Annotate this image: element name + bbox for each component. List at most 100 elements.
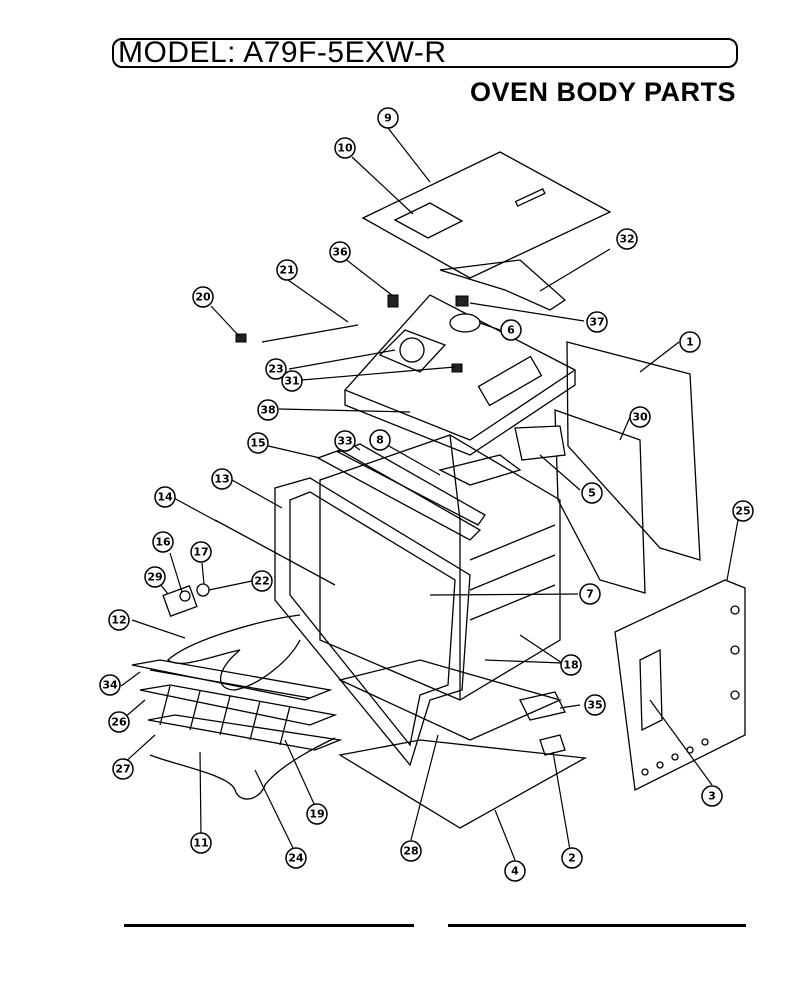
model-label: MODEL: A79F-5EXW-R: [118, 36, 447, 69]
callout-number: 33: [337, 435, 352, 448]
callout-number: 17: [193, 546, 208, 559]
callout-number: 35: [587, 699, 602, 712]
callout-number: 13: [214, 473, 229, 486]
callout-number: 26: [111, 716, 127, 729]
callout-3: 3: [701, 785, 723, 807]
part-27-rack: [147, 714, 343, 751]
callout-15: 15: [247, 432, 269, 454]
callout-29: 29: [144, 566, 166, 588]
callout-number: 3: [708, 790, 716, 803]
callout-number: 1: [686, 336, 694, 349]
callout-23: 23: [265, 358, 287, 380]
part-1-side-panel: [566, 341, 701, 561]
part-29-plate: [162, 585, 198, 617]
callout-number: 19: [309, 808, 324, 821]
callout-30: 30: [629, 406, 651, 428]
part-8-duct: [438, 454, 522, 486]
callout-number: 22: [254, 575, 269, 588]
callout-19: 19: [306, 803, 328, 825]
part-14-rod: [214, 519, 336, 586]
part-17-knob: [196, 583, 210, 597]
callout-14: 14: [154, 486, 176, 508]
oven-rack-rail-1: [469, 524, 556, 561]
callout-12: 12: [108, 609, 130, 631]
callout-number: 15: [250, 437, 265, 450]
part-6-motor: [449, 313, 481, 333]
callout-number: 37: [589, 316, 604, 329]
callout-32: 32: [616, 228, 638, 250]
part-38-sensor: [451, 363, 463, 373]
part-23-fan-assembly: [378, 329, 447, 373]
part-31-vent: [477, 355, 543, 407]
part-34-rack: [131, 659, 333, 701]
part-33-trim: [336, 443, 486, 526]
part-25-rear-panel: [614, 579, 746, 791]
callout-11: 11: [190, 832, 212, 854]
callout-number: 18: [563, 659, 578, 672]
callout-number: 28: [403, 845, 418, 858]
callout-27: 27: [112, 758, 134, 780]
callout-28: 28: [400, 840, 422, 862]
part-9-top-panel: [361, 151, 612, 279]
oven-rack-rail-2: [469, 554, 556, 591]
callout-number: 2: [568, 852, 576, 865]
callout-number: 30: [632, 411, 648, 424]
callout-20: 20: [192, 286, 214, 308]
callout-18: 18: [560, 654, 582, 676]
callout-5: 5: [581, 482, 603, 504]
callout-6: 6: [500, 319, 522, 341]
callout-8: 8: [369, 429, 391, 451]
part-12-broil-element: [167, 614, 301, 691]
part-15-trim: [316, 449, 482, 541]
part-2-bracket: [539, 734, 566, 756]
part-37-switch: [455, 295, 469, 307]
callout-number: 4: [511, 865, 519, 878]
oven-rack-rail-3: [469, 584, 556, 621]
callout-number: 25: [735, 505, 750, 518]
callout-4: 4: [504, 860, 526, 882]
callout-number: 31: [284, 375, 299, 388]
rack-grid: [159, 685, 291, 746]
callout-26: 26: [108, 711, 130, 733]
callout-17: 17: [190, 541, 212, 563]
callout-number: 24: [288, 852, 304, 865]
part-20-clip: [235, 333, 247, 343]
part-3-plate: [639, 648, 663, 732]
callout-number: 14: [157, 491, 173, 504]
callout-34: 34: [99, 674, 121, 696]
callout-2: 2: [561, 847, 583, 869]
part-11-bake-element: [149, 737, 336, 800]
callout-36: 36: [329, 241, 351, 263]
callout-number: 29: [147, 571, 162, 584]
callout-16: 16: [152, 531, 174, 553]
part-35-bracket: [519, 691, 566, 721]
callout-22: 22: [251, 570, 273, 592]
part-32-bracket: [439, 259, 567, 311]
part-16-ring: [179, 590, 191, 602]
oven-cavity-edge: [449, 434, 461, 700]
part-25-holes: [641, 605, 740, 776]
callout-number: 5: [588, 487, 596, 500]
part-31-top-box-side: [344, 370, 576, 456]
callout-number: 38: [260, 404, 275, 417]
part-28-bottom-tray: [338, 659, 562, 741]
callout-25: 25: [732, 500, 754, 522]
part-36-switch: [387, 294, 399, 308]
part-23-fan: [399, 337, 425, 363]
part-26-rack: [139, 684, 338, 726]
footer-rule-left: [124, 924, 414, 927]
callout-13: 13: [211, 468, 233, 490]
callout-number: 10: [337, 142, 353, 155]
model-label-box: [112, 38, 738, 68]
callout-1: 1: [679, 331, 701, 353]
callout-24: 24: [285, 847, 307, 869]
page-title: OVEN BODY PARTS: [469, 77, 736, 107]
callout-number: 23: [268, 363, 283, 376]
callout-33: 33: [334, 430, 356, 452]
callout-9: 9: [377, 107, 399, 129]
callout-number: 6: [507, 324, 515, 337]
callout-37: 37: [586, 311, 608, 333]
callout-number: 9: [384, 112, 392, 125]
